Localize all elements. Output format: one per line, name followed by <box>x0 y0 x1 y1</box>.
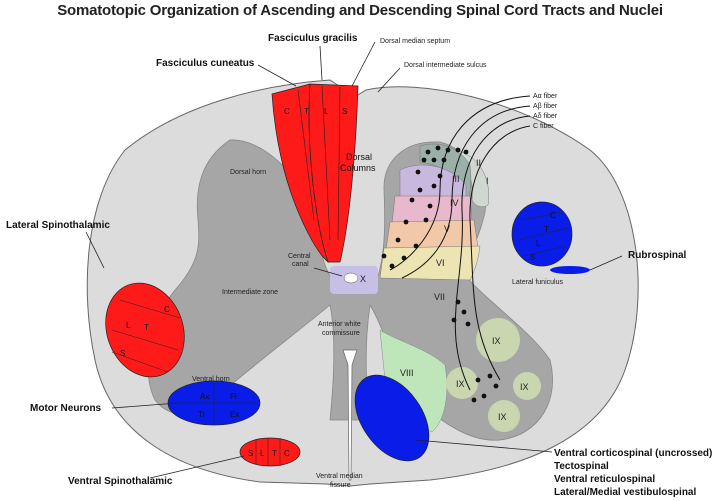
ventral-spinothalamic-segment: L <box>260 449 265 458</box>
fasciculus-gracilis-shape <box>308 83 359 263</box>
motor-neurons-group: Ax Fl Tr Ex <box>167 380 261 426</box>
lamina-label: V <box>444 224 450 234</box>
lamina-IX-nucleus <box>513 372 541 400</box>
fasciculus-cuneatus-label: Fasciculus cuneatus <box>156 58 255 69</box>
anterior-white-commissure-label: commissure <box>322 330 360 337</box>
lamina-IV-region <box>391 195 473 225</box>
dorsal-columns-label: Columns <box>340 163 376 173</box>
ventral-median-fissure <box>342 349 358 481</box>
dorsal-horn-label: Dorsal horn <box>230 169 266 176</box>
dorsal-column-segment: L <box>324 107 329 116</box>
dorsal-intermediate-sulcus-label: Dorsal intermediate sulcus <box>404 62 487 69</box>
lateral-funiculus-label: Lateral funiculus <box>512 279 563 286</box>
central-canal-label: canal <box>292 261 309 268</box>
ventral-descending-label: Ventral reticulospinal <box>554 474 655 485</box>
lamina-label: X <box>360 274 366 284</box>
rubrospinal-segment: T <box>544 225 549 234</box>
fiber-label: Aα fiber <box>533 93 558 100</box>
lamina-IX-nucleus <box>488 400 520 432</box>
central-canal-label: Central <box>288 253 311 260</box>
dorsal-columns-label: Dorsal <box>346 152 372 162</box>
figure-title: Somatotopic Organization of Ascending an… <box>57 2 663 19</box>
lamina-IX-nucleus <box>446 367 478 399</box>
ventral-descending-label: Ventral corticospinal (uncrossed) <box>554 448 712 459</box>
lamina-label: IX <box>492 336 501 346</box>
lamina-label: III <box>452 174 460 184</box>
motor-neuron-segment: Ex <box>230 410 239 419</box>
rubrospinal-segment: C <box>550 211 556 220</box>
ventral-spinothalamic-tract: S L T C <box>239 437 301 467</box>
fasciculus-gracilis-label: Fasciculus gracilis <box>268 33 358 44</box>
rubrospinal-segment: S <box>530 253 535 262</box>
intermediate-zone-label: Intermediate zone <box>222 289 278 296</box>
dorsal-column-segment: T <box>304 107 309 116</box>
lamina-label: IX <box>498 412 507 422</box>
spinothalamic-segment: S <box>120 349 125 358</box>
rubrospinal-label: Rubrospinal <box>628 250 687 261</box>
ventral-descending-label: Tectospinal <box>554 461 609 472</box>
lamina-label: I <box>486 176 489 186</box>
motor-neuron-segment: Fl <box>230 392 237 401</box>
central-canal-shape <box>343 272 359 284</box>
fiber-label: Aδ fiber <box>533 113 558 120</box>
ventral-descending-label: Lateral/Medial vestibulospinal <box>554 487 696 498</box>
ventral-median-fissure-label: Ventral median <box>316 473 363 480</box>
lamina-label: II <box>476 158 481 168</box>
rubrospinal-segment: L <box>536 239 541 248</box>
anterior-white-commissure-label: Anterior white <box>318 321 361 328</box>
fiber-label: C fiber <box>533 123 554 130</box>
lamina-label: IV <box>450 198 459 208</box>
lamina-label: IX <box>520 382 529 392</box>
dorsal-median-septum-label: Dorsal median septum <box>380 38 450 45</box>
motor-neuron-segment: Tr <box>198 410 206 419</box>
dorsal-column-segment: S <box>342 107 347 116</box>
dorsal-column-segment: C <box>284 107 290 116</box>
rubrospinal-tract: C T L S <box>511 201 590 274</box>
neuron-terminals <box>381 145 499 403</box>
lamina-VI-region <box>379 245 481 281</box>
lateral-spinothalamic-label: Lateral Spinothalamic <box>6 220 110 231</box>
lamina-label: VI <box>436 258 445 268</box>
ventral-horn-label: Ventral horn <box>192 376 230 383</box>
ventral-spinothalamic-segment: C <box>284 449 290 458</box>
spinothalamic-segment: C <box>164 305 170 314</box>
lateral-spinothalamic-tract: C T L S <box>105 282 185 378</box>
lamina-label: VII <box>434 292 445 302</box>
ventral-spinothalamic-segment: T <box>272 449 277 458</box>
motor-neurons-label: Motor Neurons <box>30 403 102 414</box>
fiber-label: Aβ fiber <box>533 103 558 110</box>
ventral-spinothalamic-label: Ventral Spinothalamic <box>68 476 173 487</box>
ventral-median-fissure-label: fissure <box>330 482 351 489</box>
ventral-descending-tracts-shape <box>354 374 430 462</box>
lamina-label: IX <box>456 379 465 389</box>
lamina-label: VIII <box>400 368 414 378</box>
leader-lines <box>85 41 623 479</box>
lamina-IX-nucleus <box>476 318 520 362</box>
ventral-spinothalamic-segment: S <box>248 449 253 458</box>
spinothalamic-segment: T <box>144 323 149 332</box>
afferent-fibers <box>389 95 531 391</box>
motor-neuron-segment: Ax <box>200 392 209 401</box>
spinothalamic-segment: L <box>126 321 131 330</box>
